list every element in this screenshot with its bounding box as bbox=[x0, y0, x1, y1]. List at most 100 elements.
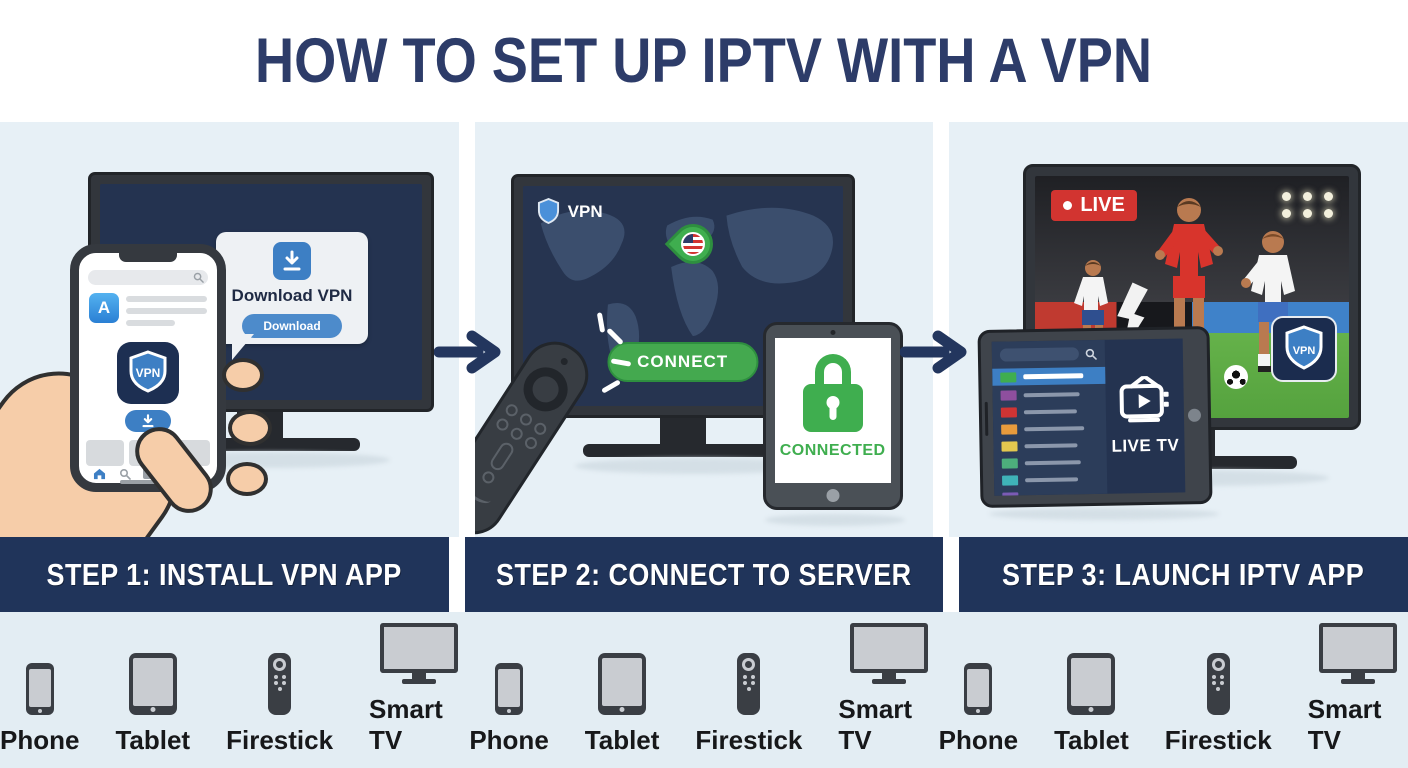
player-red-center bbox=[1148, 195, 1230, 368]
smart-tv-icon bbox=[1318, 623, 1397, 684]
mute-button bbox=[479, 469, 497, 486]
device-phone: Phone bbox=[939, 663, 1018, 756]
device-tablet: Tablet bbox=[1054, 653, 1129, 756]
firestick-icon bbox=[737, 653, 761, 715]
placeholder-line bbox=[126, 308, 207, 314]
channel-search[interactable] bbox=[1000, 347, 1097, 362]
vpn-shield-chip: VPN bbox=[537, 198, 603, 225]
step3-label: STEP 3: LAUNCH IPTV APP bbox=[1002, 556, 1365, 592]
download-button[interactable]: Download bbox=[242, 314, 342, 338]
supported-devices-row: Phone Tablet Firestick Smart TV Phone Ta… bbox=[0, 612, 1408, 768]
step3-bar: STEP 3: LAUNCH IPTV APP bbox=[958, 537, 1408, 612]
search-icon[interactable] bbox=[119, 468, 131, 480]
shield-icon bbox=[537, 198, 559, 225]
device-label: Smart TV bbox=[369, 694, 443, 755]
device-label: Firestick bbox=[1164, 725, 1272, 755]
placeholder-line bbox=[126, 296, 207, 302]
device-smarttv: Smart TV bbox=[369, 623, 469, 756]
device-phone: Phone bbox=[469, 663, 549, 756]
phone-icon bbox=[25, 663, 54, 715]
tablet-icon bbox=[1067, 653, 1116, 715]
tablet-camera bbox=[1188, 408, 1202, 422]
us-flag-icon bbox=[680, 232, 705, 256]
vpn-app-label: VPN bbox=[136, 366, 161, 380]
tablet-shadow bbox=[764, 514, 905, 526]
channel-row[interactable] bbox=[1001, 421, 1098, 437]
device-label: Smart TV bbox=[838, 694, 913, 755]
tv-play-icon bbox=[1119, 375, 1170, 423]
search-icon bbox=[1085, 348, 1097, 360]
tablet-home-button[interactable] bbox=[826, 489, 840, 502]
live-dot-icon bbox=[1063, 201, 1073, 210]
vpn-app-icon[interactable]: VPN bbox=[117, 342, 179, 404]
device-group: Phone Tablet Firestick Smart TV bbox=[0, 612, 469, 768]
steps-illustration-row: Download VPN Download A bbox=[0, 122, 1408, 537]
app-store-listing: A bbox=[79, 291, 217, 334]
live-tv-pane: LIVE TV bbox=[1105, 338, 1186, 493]
live-badge: LIVE bbox=[1051, 190, 1137, 221]
step-labels-row: STEP 1: INSTALL VPN APP STEP 2: CONNECT … bbox=[0, 537, 1408, 612]
channel-row[interactable] bbox=[1001, 438, 1099, 454]
smart-tv-icon bbox=[380, 623, 459, 684]
device-tablet: Tablet bbox=[585, 653, 659, 756]
arrow-right-icon bbox=[433, 330, 504, 379]
tv-stand-base bbox=[582, 444, 783, 457]
tv-illustration: LIVE bbox=[1023, 164, 1362, 430]
device-label: Tablet bbox=[1054, 725, 1129, 755]
channel-list bbox=[992, 339, 1108, 496]
header: HOW TO SET UP IPTV WITH A VPN bbox=[0, 0, 1408, 122]
device-label: Tablet bbox=[115, 725, 191, 755]
connect-button[interactable]: CONNECT bbox=[607, 342, 759, 382]
search-input[interactable] bbox=[1000, 347, 1080, 362]
tablet-icon bbox=[128, 653, 177, 715]
home-icon[interactable] bbox=[93, 468, 106, 480]
padlock-icon bbox=[814, 354, 851, 386]
home-indicator bbox=[120, 480, 176, 484]
app-store-search-bar[interactable] bbox=[88, 270, 208, 285]
phone-icon bbox=[964, 663, 993, 715]
volume-rocker bbox=[487, 440, 516, 473]
download-icon bbox=[273, 242, 311, 280]
stadium-lights bbox=[1282, 192, 1334, 218]
firestick-icon bbox=[1206, 653, 1230, 715]
finger bbox=[228, 410, 272, 446]
placeholder-line bbox=[126, 320, 175, 326]
channel-row[interactable] bbox=[1002, 489, 1100, 496]
tablet-screen: CONNECTED bbox=[774, 338, 891, 483]
vpn-map-screen: VPN CONNECT bbox=[522, 186, 843, 406]
tablet-icon bbox=[598, 653, 647, 715]
step1-label: STEP 1: INSTALL VPN APP bbox=[47, 556, 403, 592]
iptv-tablet: LIVE TV bbox=[977, 325, 1213, 509]
app-store-icon: A bbox=[89, 293, 119, 323]
channel-row[interactable] bbox=[1000, 387, 1098, 403]
device-tablet: Tablet bbox=[115, 653, 190, 756]
smart-tv-icon bbox=[849, 623, 928, 684]
device-firestick: Firestick bbox=[1165, 653, 1272, 756]
channel-row-selected[interactable] bbox=[992, 366, 1106, 386]
channel-row[interactable] bbox=[1001, 404, 1098, 420]
finger bbox=[226, 462, 268, 496]
device-label: Phone bbox=[938, 725, 1019, 755]
page-title: HOW TO SET UP IPTV WITH A VPN bbox=[255, 26, 1153, 96]
vpn-badge-label: VPN bbox=[1293, 345, 1316, 357]
device-firestick: Firestick bbox=[226, 653, 333, 756]
step1-bar: STEP 1: INSTALL VPN APP bbox=[0, 537, 450, 612]
device-label: Phone bbox=[0, 725, 80, 755]
connected-status: CONNECTED bbox=[779, 442, 886, 459]
live-match-screen: LIVE bbox=[1035, 176, 1350, 418]
channel-row[interactable] bbox=[1002, 472, 1099, 488]
tv-shadow bbox=[574, 458, 815, 474]
download-vpn-title: Download VPN bbox=[231, 286, 353, 305]
listing-text-lines bbox=[126, 293, 207, 332]
placeholder-tile bbox=[86, 440, 124, 466]
channel-row[interactable] bbox=[1002, 455, 1099, 471]
device-label: Firestick bbox=[226, 725, 334, 755]
tv-stand bbox=[659, 418, 706, 444]
device-label: Phone bbox=[469, 725, 549, 755]
tablet-camera bbox=[830, 330, 836, 335]
panel-step3-launch-iptv: LIVE bbox=[949, 122, 1408, 537]
firestick-icon bbox=[268, 653, 292, 715]
power-button bbox=[558, 356, 569, 367]
soccer-ball bbox=[1223, 364, 1248, 389]
tablet-side-button bbox=[985, 401, 989, 436]
